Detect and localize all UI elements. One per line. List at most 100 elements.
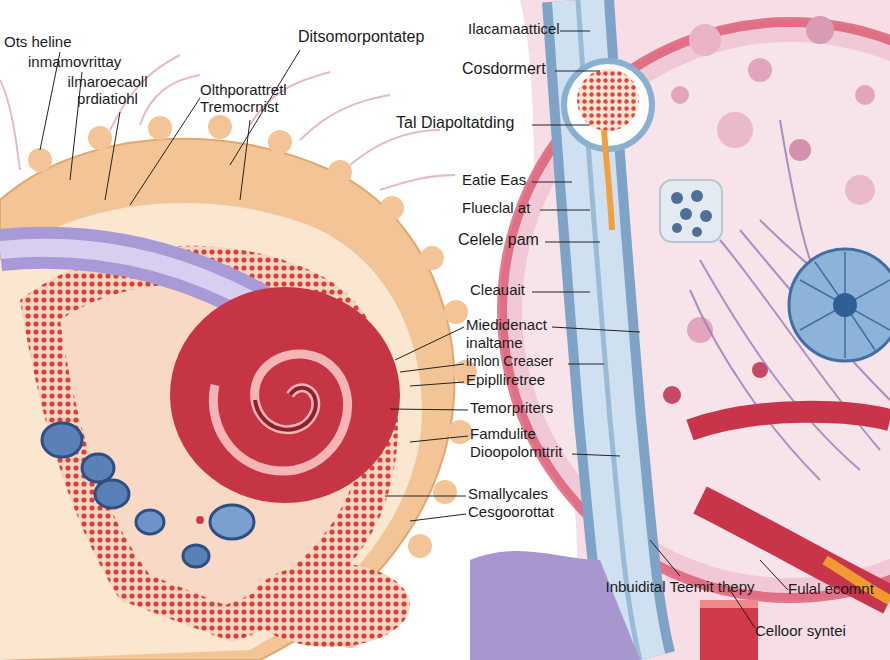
follicle	[604, 130, 612, 230]
organ-layers	[0, 203, 422, 660]
nucleus-cell	[833, 293, 857, 317]
part-label: Smallycales	[468, 485, 548, 502]
fibre-strands	[700, 260, 860, 470]
leader-lines	[105, 112, 120, 200]
blue-cells	[196, 516, 204, 524]
leader-lines	[568, 364, 604, 365]
part-label: Famdulite	[470, 425, 536, 442]
organ-outer	[148, 116, 172, 140]
part-label: Temorpriters	[470, 399, 553, 416]
leader-lines	[410, 436, 468, 442]
organ-outer	[0, 139, 454, 660]
follicle	[564, 61, 652, 230]
leader-lines	[560, 31, 590, 32]
leader-lines	[240, 120, 250, 200]
organ-outer	[328, 160, 352, 184]
blue-cells	[82, 454, 114, 482]
tissue-background	[789, 139, 811, 161]
part-label: ilmaroecaoll prdiatiohl	[55, 73, 160, 108]
part-label: inaltame	[466, 334, 523, 351]
nucleus-cell	[789, 249, 890, 361]
part-label: Fulal ecomnt	[788, 580, 874, 597]
fibre-background	[140, 75, 200, 125]
fibre-background	[380, 175, 455, 190]
organ-layers	[250, 563, 410, 647]
cell-cluster	[660, 180, 722, 242]
leader-lines	[410, 514, 466, 521]
tissue-background	[806, 16, 834, 44]
organ-outer	[433, 480, 457, 504]
organ-outer	[380, 196, 404, 220]
leader-lines	[540, 210, 590, 211]
organ-layers	[170, 287, 400, 503]
leader-lines	[552, 327, 640, 332]
blue-cells	[183, 545, 209, 567]
part-label: Celloor syntei	[755, 622, 846, 639]
organ-outer	[420, 246, 444, 270]
leader-lines	[532, 125, 590, 126]
blue-cells	[42, 423, 254, 567]
tissue-background	[855, 85, 875, 105]
cell-cluster	[691, 190, 703, 202]
part-label: inmamovrittay	[28, 53, 121, 70]
organ-layers	[255, 388, 316, 430]
part-label: Flueclal at	[462, 199, 530, 216]
part-label: imlon Creaser	[466, 353, 553, 369]
blue-cells	[136, 510, 164, 534]
vessel-bands	[700, 600, 758, 608]
part-label: Eatie Eas	[462, 171, 526, 188]
leader-lines	[385, 496, 466, 497]
leader-lines	[760, 560, 788, 590]
nucleus-cell	[789, 249, 890, 361]
cell-cluster	[672, 223, 682, 233]
vessel-bands	[700, 600, 758, 660]
blue-cells	[42, 423, 82, 457]
part-label: Ilacamaatticel	[468, 20, 560, 37]
tissue-background	[663, 386, 681, 404]
part-label: Ots heline	[4, 33, 72, 50]
leader-lines	[532, 292, 590, 293]
part-label: Tal Diapoltatding	[396, 114, 514, 132]
organ-outer	[444, 300, 468, 324]
fibre-strands	[780, 120, 810, 260]
leader-lines	[555, 71, 600, 72]
organ-outer	[28, 148, 52, 172]
part-label: Inbuidital Teemit thepy	[605, 578, 755, 595]
part-label: Celele pam	[458, 231, 539, 249]
tissue-background	[717, 112, 753, 148]
fibre-background	[0, 80, 20, 170]
tissue-background	[748, 58, 772, 82]
leader-lines	[390, 409, 468, 410]
leader-lines	[395, 327, 464, 360]
tissue-background	[845, 175, 875, 205]
organ-layers	[213, 354, 347, 471]
leader-lines	[400, 364, 464, 372]
tissue-background	[689, 24, 721, 56]
organ-outer	[0, 115, 477, 660]
nucleus-cell	[800, 252, 890, 358]
leader-lines	[545, 242, 600, 243]
part-label: Cesgoorottat	[468, 503, 554, 520]
organ-outer	[408, 534, 432, 558]
fibre-background	[350, 130, 440, 165]
vessel-bands	[470, 412, 890, 660]
fibre-background	[300, 95, 390, 140]
follicle	[577, 69, 639, 131]
vessel-bands	[690, 412, 890, 430]
blue-cells	[210, 505, 254, 539]
leader-lines	[40, 31, 788, 628]
leader-lines	[650, 540, 680, 576]
leader-lines	[730, 590, 755, 628]
organ-layers	[0, 203, 422, 660]
leader-lines	[130, 98, 200, 205]
tissue-background	[671, 86, 689, 104]
part-label: Miedidenact	[466, 316, 547, 333]
cell-cluster	[660, 180, 722, 242]
cell-cluster	[680, 208, 692, 220]
vessel-bands	[470, 551, 640, 660]
part-label: Ditsomorpontatep	[298, 28, 424, 46]
cell-cluster	[671, 192, 683, 204]
cell-cluster	[692, 227, 702, 237]
